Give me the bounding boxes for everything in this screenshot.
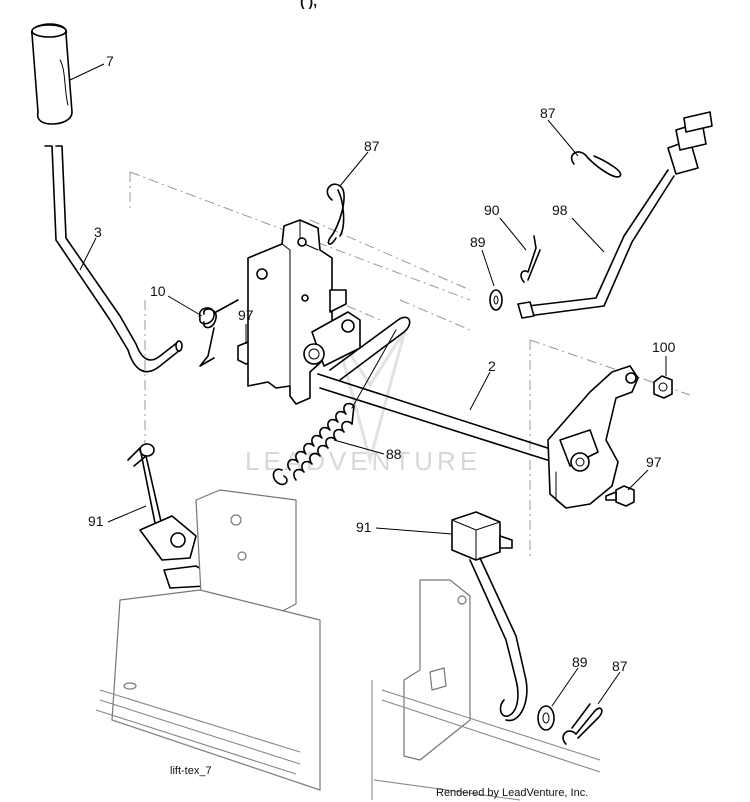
watermark-text: LEADVENTURE [245, 446, 481, 476]
callout-87-right: 87 [540, 105, 556, 121]
callout-91-right: 91 [356, 519, 372, 535]
callout-91-left: 91 [88, 513, 104, 529]
part-87-clip-right [570, 151, 622, 178]
callout-97-right: 97 [646, 454, 662, 470]
callout-88: 88 [386, 446, 402, 462]
part-3-lift-lever [44, 145, 183, 373]
callout-89-upper: 89 [470, 234, 486, 250]
part-90-cotter-pin [520, 235, 541, 283]
leader-lines [69, 63, 667, 707]
part-87-clip-center [326, 183, 345, 245]
diagram-id: lift-tex_7 [170, 765, 212, 777]
part-10-torsion-spring [198, 299, 239, 367]
part-91-link-right [451, 511, 528, 722]
part-2-lift-shaft [317, 373, 561, 465]
part-88-extension-spring [272, 329, 397, 486]
callout-3: 3 [94, 224, 102, 240]
callout-10: 10 [150, 283, 166, 299]
callout-98: 98 [552, 202, 568, 218]
callout-87-center: 87 [364, 138, 380, 154]
part-89-washer-lower [537, 705, 555, 731]
callout-89-lower: 89 [572, 654, 588, 670]
callout-97-left: 97 [238, 307, 254, 323]
part-100-nut [653, 375, 673, 399]
callout-100: 100 [652, 339, 676, 355]
callout-90: 90 [484, 202, 500, 218]
part-91-link-left [127, 443, 211, 589]
part-89-washer-upper [489, 289, 503, 311]
render-credit: Rendered by LeadVenture, Inc. [436, 787, 588, 799]
part-98-adjust-rod [517, 111, 713, 319]
part-7-handle-grip [30, 23, 73, 125]
part-97-bolt-right [605, 485, 635, 507]
part-87-clip-lower [562, 703, 603, 745]
callout-labels: 7 87 87 90 98 89 3 10 97 100 2 88 97 91 … [88, 53, 676, 674]
callout-7: 7 [106, 53, 114, 69]
lift-bracket-assembly [247, 219, 411, 405]
right-lift-arm [547, 365, 639, 509]
right-deck-frame [371, 579, 601, 801]
left-deck-frame [95, 489, 321, 791]
callout-2: 2 [488, 358, 496, 374]
callout-87-lower: 87 [612, 658, 628, 674]
header-partial-title: ( ), [300, 0, 317, 9]
